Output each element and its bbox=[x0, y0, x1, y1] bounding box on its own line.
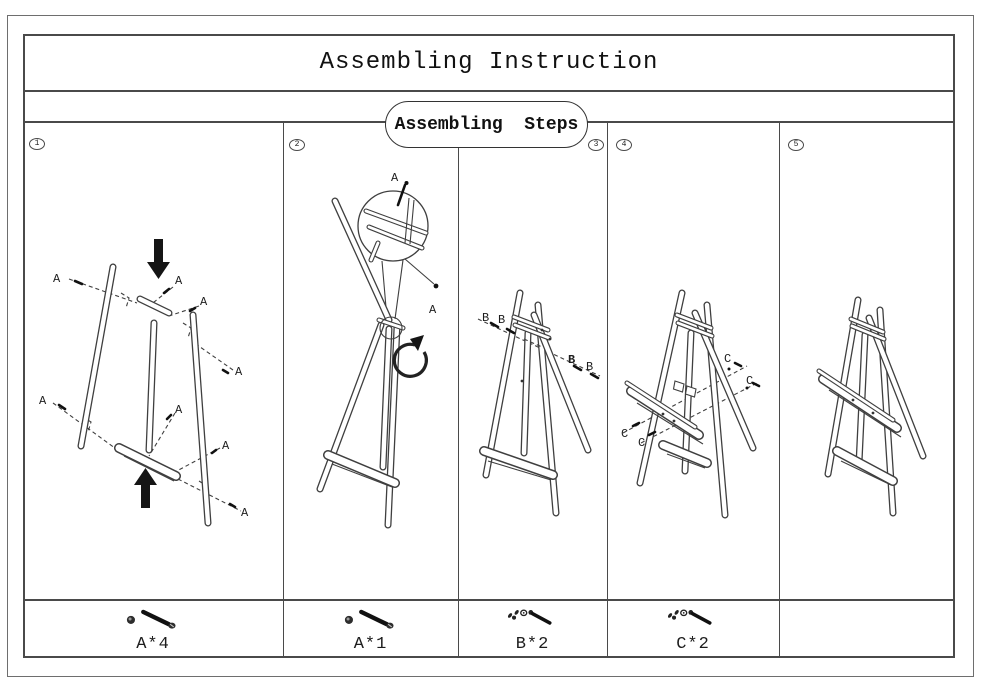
callout-label: C bbox=[621, 427, 628, 441]
hex-bolt-icon bbox=[336, 604, 406, 634]
hardware-label: A*4 bbox=[136, 635, 170, 654]
assembling-steps-oval: Assembling Steps bbox=[385, 101, 588, 148]
wing-bolt-icon bbox=[501, 604, 565, 634]
wing-bolt-icon bbox=[661, 604, 725, 634]
hardware-cell-a1: A*1 bbox=[283, 600, 458, 658]
step3-easel bbox=[479, 289, 592, 517]
hardware-label: A*1 bbox=[353, 635, 388, 654]
rotate-arrow bbox=[392, 335, 428, 378]
step3-b-bolts-diagram: B B B B bbox=[477, 289, 601, 517]
steps-panels-area: 1 2 3 4 5 bbox=[23, 121, 955, 658]
assembling-steps-label: Assembling Steps bbox=[394, 114, 579, 135]
hardware-cell-a4: A*4 bbox=[23, 600, 283, 658]
outer-border-frame bbox=[7, 15, 974, 677]
step4-tray bbox=[624, 380, 704, 445]
callout-label: A bbox=[39, 394, 47, 408]
callout-label: C bbox=[746, 374, 753, 388]
callout-label: A bbox=[175, 274, 183, 288]
callout-label: A bbox=[222, 439, 230, 453]
step-number-3: 3 bbox=[588, 139, 604, 151]
step2-magnifier-detail bbox=[357, 181, 429, 263]
step3-screw-ticks bbox=[489, 321, 600, 380]
step4-screw-ticks bbox=[631, 361, 761, 437]
callout-label: B bbox=[586, 360, 593, 374]
step5-tray bbox=[816, 368, 902, 438]
hardware-cell-c2: C*2 bbox=[607, 600, 779, 658]
step4-tray-diagram: C C C C bbox=[621, 289, 761, 519]
hardware-label: B*2 bbox=[515, 635, 550, 654]
inner-border-frame bbox=[23, 34, 955, 658]
press-down-arrow bbox=[147, 239, 170, 279]
step-number-1: 1 bbox=[29, 138, 45, 150]
panel-divider-4 bbox=[778, 123, 780, 658]
step1-screw-ticks bbox=[57, 279, 237, 509]
panel-divider-3 bbox=[606, 123, 608, 658]
title-band: Assembling Instruction bbox=[23, 34, 955, 92]
callout-label: A bbox=[235, 365, 243, 379]
panel-divider-1 bbox=[282, 123, 284, 658]
callout-label: B bbox=[498, 313, 505, 327]
step-number-4: 4 bbox=[616, 139, 632, 151]
callout-label: A bbox=[200, 295, 208, 309]
callout-label: C bbox=[638, 436, 645, 450]
hex-bolt-icon bbox=[118, 604, 188, 634]
page-title: Assembling Instruction bbox=[319, 48, 659, 76]
step1-easel-parts bbox=[77, 263, 212, 527]
press-up-arrow bbox=[134, 468, 157, 508]
callout-label: B bbox=[482, 311, 489, 325]
step-number-2: 2 bbox=[289, 139, 305, 151]
step4-easel bbox=[636, 289, 757, 519]
callout-label: A bbox=[429, 303, 437, 317]
hardware-label: C*2 bbox=[676, 635, 710, 654]
step5-finished-diagram bbox=[816, 296, 927, 517]
hardware-row-separator bbox=[23, 599, 955, 601]
hardware-cell-empty bbox=[779, 600, 955, 658]
callout-label: B bbox=[568, 353, 575, 367]
step2-leader bbox=[404, 258, 439, 289]
callout-label: A bbox=[175, 403, 183, 417]
screw-axis-overlay bbox=[523, 338, 543, 348]
panel-divider-2 bbox=[457, 123, 459, 658]
callout-label: A bbox=[391, 171, 399, 185]
step-number-5: 5 bbox=[788, 139, 804, 151]
callout-label: A bbox=[53, 272, 61, 286]
callout-label: C bbox=[724, 352, 731, 366]
step1-exploded-diagram: A A A A A A A A bbox=[39, 239, 249, 527]
step2-pivot-diagram: A A bbox=[316, 171, 439, 529]
callout-label: A bbox=[241, 506, 249, 520]
hardware-cell-b2: B*2 bbox=[458, 600, 607, 658]
screw-axis bbox=[477, 318, 601, 377]
